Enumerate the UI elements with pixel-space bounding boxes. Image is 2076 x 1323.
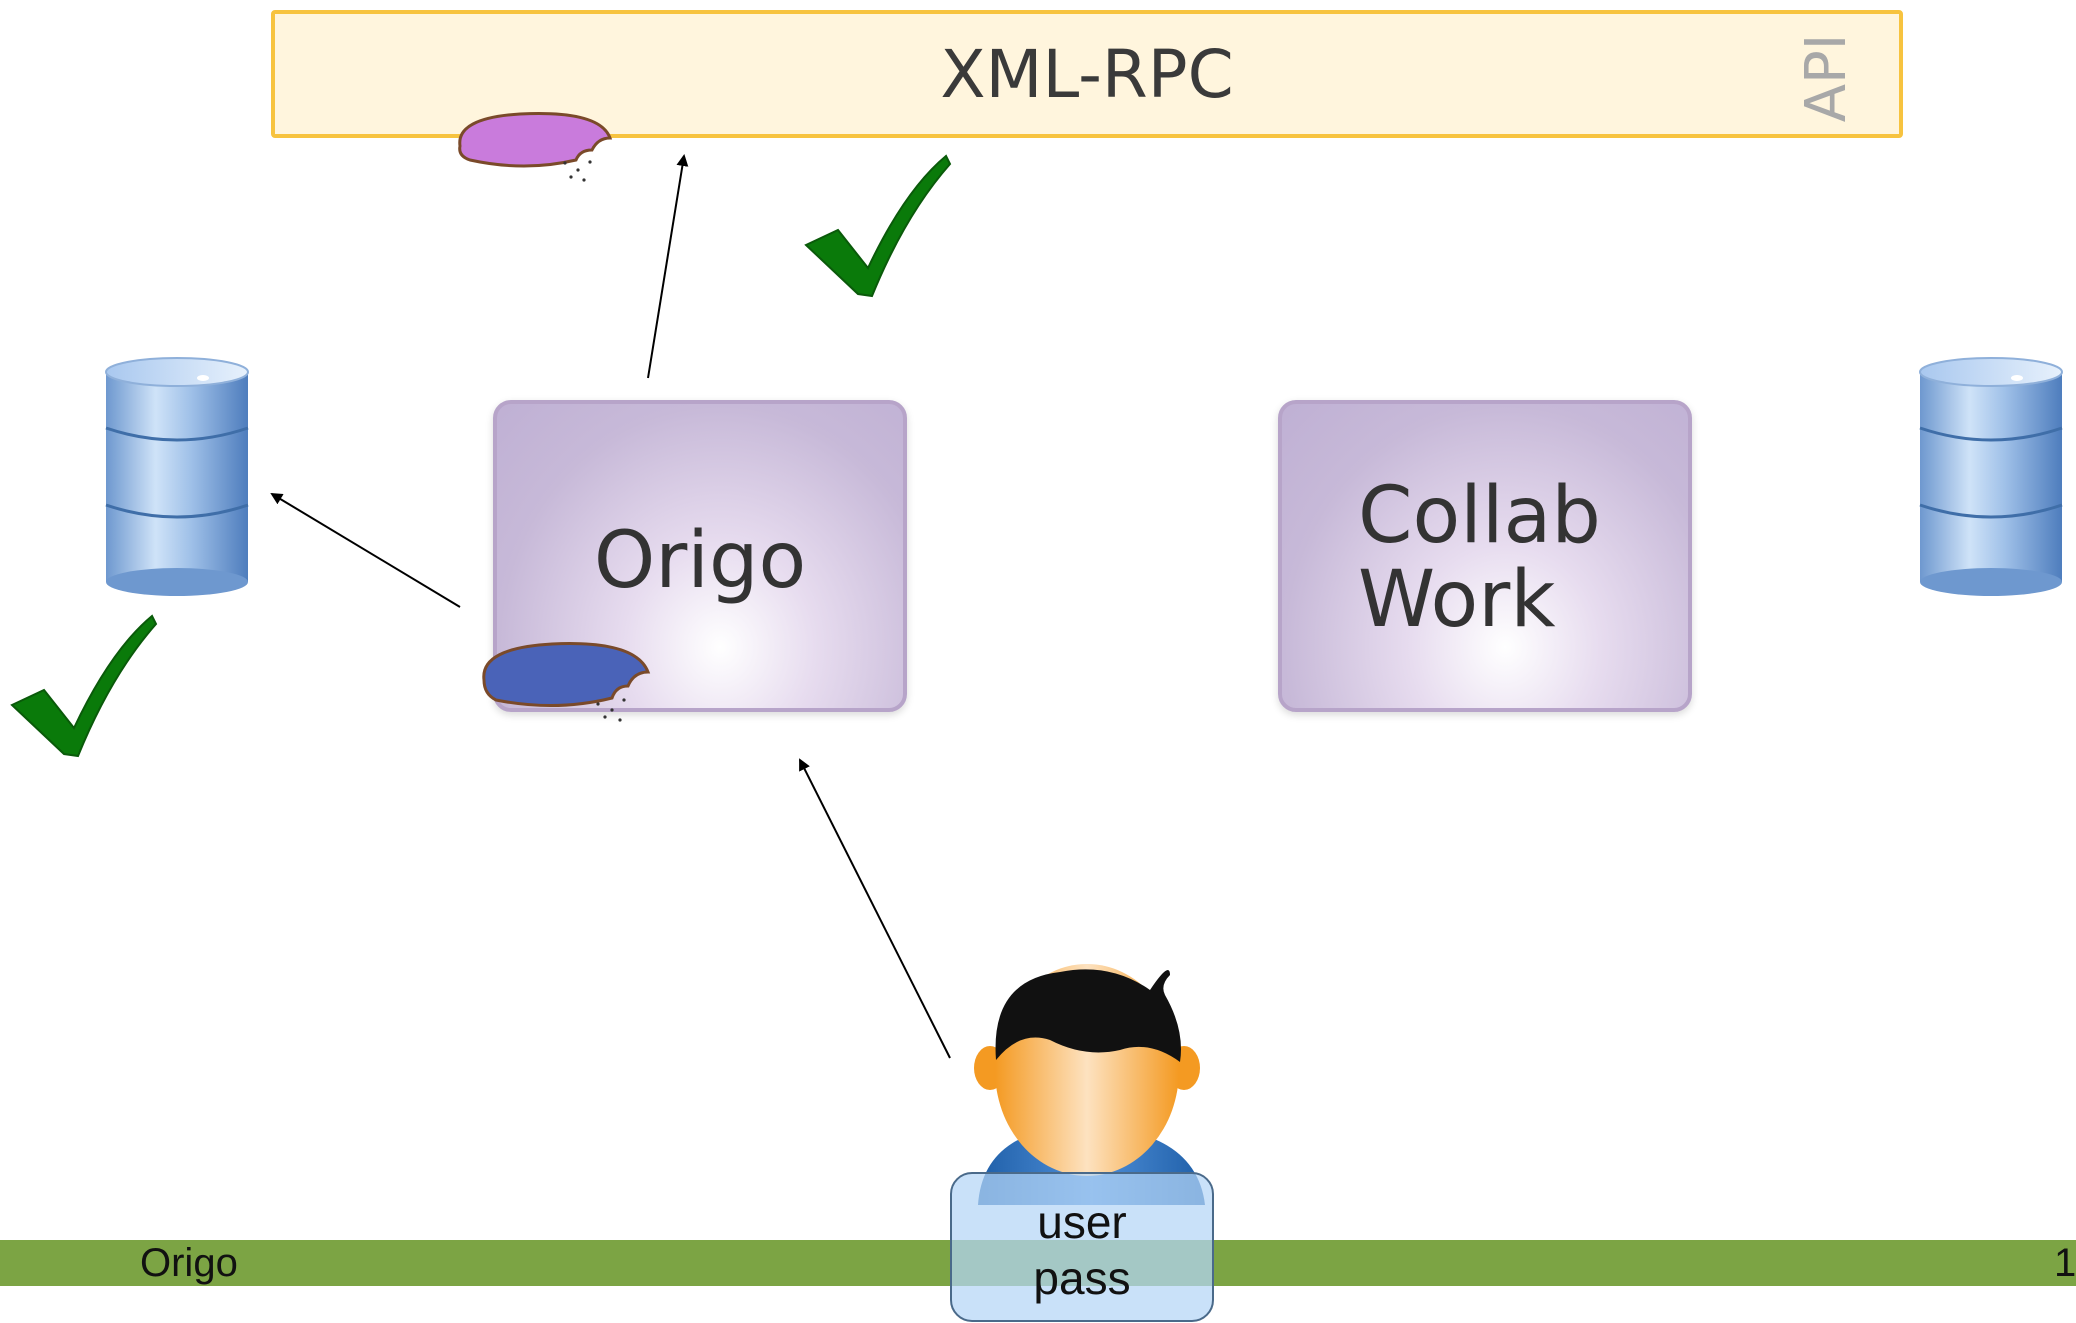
- credentials-text: user pass: [950, 1194, 1214, 1306]
- footer-title: Origo: [140, 1241, 238, 1285]
- cookie-icon: [458, 112, 613, 182]
- database-icon: [1919, 357, 2063, 596]
- collab-label-line1: Collab: [1358, 471, 1601, 561]
- page-number: 1: [2054, 1241, 2076, 1285]
- collab-work-system-box: Collab Work: [1278, 400, 1692, 712]
- collab-label-line2: Work: [1358, 555, 1556, 646]
- user-avatar-icon: [974, 964, 1205, 1205]
- collab-work-label: Collab Work: [1358, 471, 1601, 646]
- origo-label: Origo: [593, 515, 807, 606]
- api-title: XML-RPC: [940, 35, 1234, 113]
- checkmark-icon: [10, 614, 158, 758]
- arrow-origo-to-api: [647, 154, 689, 379]
- database-icon: [105, 357, 249, 596]
- origo-system-box: Origo: [493, 400, 907, 712]
- arrow-user-to-origo: [799, 758, 951, 1059]
- cookie-icon: [482, 642, 651, 722]
- credential-user-label: user: [1037, 1196, 1127, 1248]
- checkmark-icon: [804, 154, 952, 298]
- credentials-card: [950, 1172, 1214, 1322]
- arrow-origo-to-db: [270, 492, 461, 608]
- credential-pass-label: pass: [1033, 1252, 1131, 1304]
